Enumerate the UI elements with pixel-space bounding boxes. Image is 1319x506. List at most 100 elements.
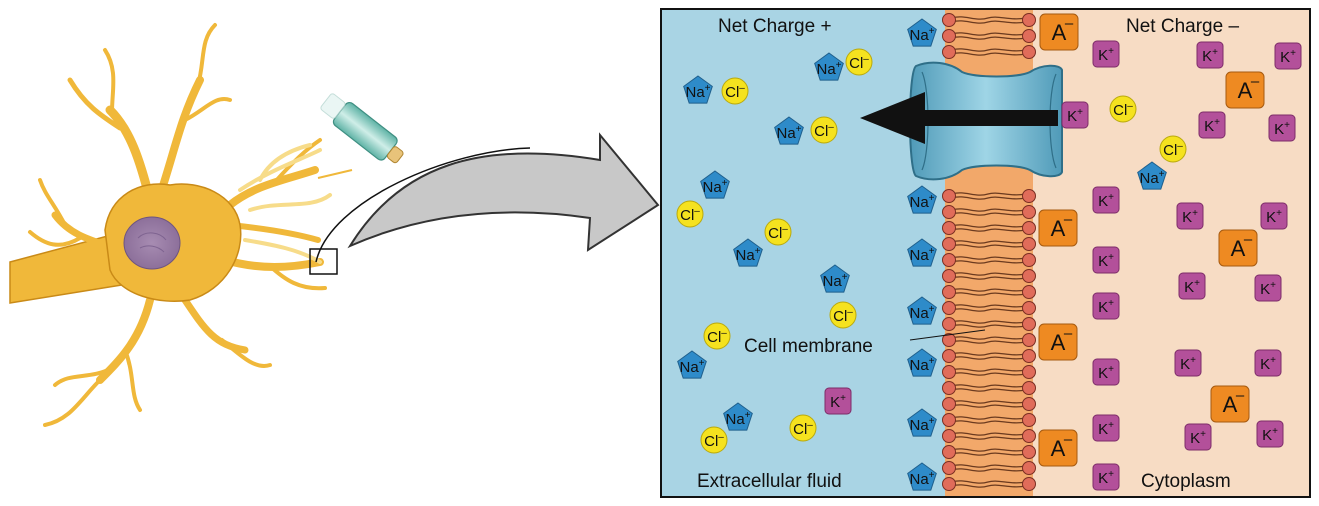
svg-text:Na+: Na+: [702, 178, 727, 196]
phospholipid-pair: [942, 317, 1036, 331]
svg-text:Cl–: Cl–: [1163, 141, 1183, 159]
potassium-ion: K+: [1174, 349, 1202, 377]
phospholipid-pair: [942, 445, 1036, 459]
nucleus: [123, 216, 181, 270]
phospholipid-pair: [942, 429, 1036, 443]
svg-text:Cl–: Cl–: [849, 54, 869, 72]
phospholipid-pair: [942, 365, 1036, 379]
svg-text:Na+: Na+: [735, 246, 760, 264]
sodium-ion: Na+: [907, 462, 937, 491]
svg-text:Cl–: Cl–: [725, 83, 745, 101]
phospholipid-pair: [942, 413, 1036, 427]
potassium-ion: K+: [1254, 274, 1282, 302]
svg-text:Na+: Na+: [816, 60, 841, 78]
sodium-ion: Na+: [907, 348, 937, 377]
potassium-ion: K+: [1274, 42, 1302, 70]
phospholipid-pair: [942, 349, 1036, 363]
zoom-arrow: [347, 132, 660, 252]
svg-text:K+: K+: [1274, 120, 1290, 138]
svg-text:Na+: Na+: [909, 26, 934, 44]
svg-text:Na+: Na+: [822, 272, 847, 290]
anion: A–: [1039, 13, 1079, 51]
potassium-ion: K+: [1092, 414, 1120, 442]
potassium-ion: K+: [1092, 186, 1120, 214]
svg-text:K+: K+: [1204, 117, 1220, 135]
svg-text:A: A: [1051, 216, 1066, 241]
neuron-illustration: [9, 23, 332, 427]
svg-text:Na+: Na+: [909, 246, 934, 264]
potassium-ion: K+: [1092, 292, 1120, 320]
phospholipid-pair: [942, 189, 1036, 203]
sodium-ion: Na+: [723, 402, 753, 431]
svg-text:Na+: Na+: [909, 416, 934, 434]
svg-text:A: A: [1051, 330, 1066, 355]
phospholipid-pair: [942, 205, 1036, 219]
cell-membrane-label: Cell membrane: [744, 336, 873, 357]
svg-text:K+: K+: [1098, 469, 1114, 487]
sodium-ion: Na+: [683, 75, 713, 104]
potassium-ion: K+: [1092, 463, 1120, 491]
chloride-ion: Cl–: [1109, 95, 1137, 123]
svg-text:Na+: Na+: [909, 470, 934, 488]
svg-text:Cl–: Cl–: [814, 122, 834, 140]
phospholipid-pair: [942, 333, 1036, 347]
potassium-ion: K+: [1184, 423, 1212, 451]
svg-text:–: –: [1064, 431, 1073, 448]
svg-text:K+: K+: [1260, 355, 1276, 373]
svg-text:A: A: [1231, 236, 1246, 261]
chloride-ion: Cl–: [829, 301, 857, 329]
svg-text:Cl–: Cl–: [833, 307, 853, 325]
sodium-ion: Na+: [907, 408, 937, 437]
svg-text:–: –: [1064, 325, 1073, 342]
chloride-ion: Cl–: [845, 48, 873, 76]
sodium-ion: Na+: [907, 18, 937, 47]
potassium-ion: K+: [1176, 202, 1204, 230]
svg-text:Cl–: Cl–: [793, 420, 813, 438]
phospholipid-pair: [942, 29, 1036, 43]
svg-text:Cl–: Cl–: [680, 206, 700, 224]
svg-text:Cl–: Cl–: [704, 432, 724, 450]
chloride-ion: Cl–: [810, 116, 838, 144]
svg-text:A: A: [1238, 78, 1253, 103]
magnification-box: [309, 248, 338, 275]
net-charge-negative-label: Net Charge –: [1126, 16, 1239, 37]
potassium-ion: K+: [1268, 114, 1296, 142]
svg-text:Na+: Na+: [1139, 169, 1164, 187]
cytoplasm-label: Cytoplasm: [1141, 471, 1231, 492]
chloride-ion: Cl–: [721, 77, 749, 105]
potassium-ion: K+: [1256, 420, 1284, 448]
phospholipid-pair: [942, 301, 1036, 315]
sodium-ion: Na+: [907, 238, 937, 267]
sodium-ion: Na+: [907, 296, 937, 325]
anion: A–: [1038, 209, 1078, 247]
potassium-ion: K+: [1061, 101, 1089, 129]
sodium-ion: Na+: [774, 116, 804, 145]
svg-text:K+: K+: [1184, 278, 1200, 296]
potassium-ion: K+: [1254, 349, 1282, 377]
svg-text:Na+: Na+: [909, 193, 934, 211]
svg-text:Na+: Na+: [776, 124, 801, 142]
svg-text:–: –: [1064, 211, 1073, 228]
svg-text:K+: K+: [1180, 355, 1196, 373]
sodium-ion: Na+: [700, 170, 730, 199]
chloride-ion: Cl–: [764, 218, 792, 246]
potassium-ion: K+: [824, 387, 852, 415]
chloride-ion: Cl–: [676, 200, 704, 228]
net-charge-positive-label: Net Charge +: [718, 16, 832, 37]
chloride-ion: Cl–: [700, 426, 728, 454]
anion: A–: [1210, 385, 1250, 423]
anion: A–: [1038, 323, 1078, 361]
svg-text:–: –: [1236, 387, 1245, 404]
svg-text:–: –: [1244, 231, 1253, 248]
potassium-ion: K+: [1178, 272, 1206, 300]
svg-text:–: –: [1251, 73, 1260, 90]
svg-text:K+: K+: [1098, 298, 1114, 316]
sodium-ion: Na+: [907, 185, 937, 214]
svg-text:Cl–: Cl–: [1113, 101, 1133, 119]
phospholipid-pair: [942, 269, 1036, 283]
phospholipid-pair: [942, 221, 1036, 235]
svg-text:K+: K+: [1098, 46, 1114, 64]
potassium-ion: K+: [1260, 202, 1288, 230]
svg-text:Na+: Na+: [679, 358, 704, 376]
